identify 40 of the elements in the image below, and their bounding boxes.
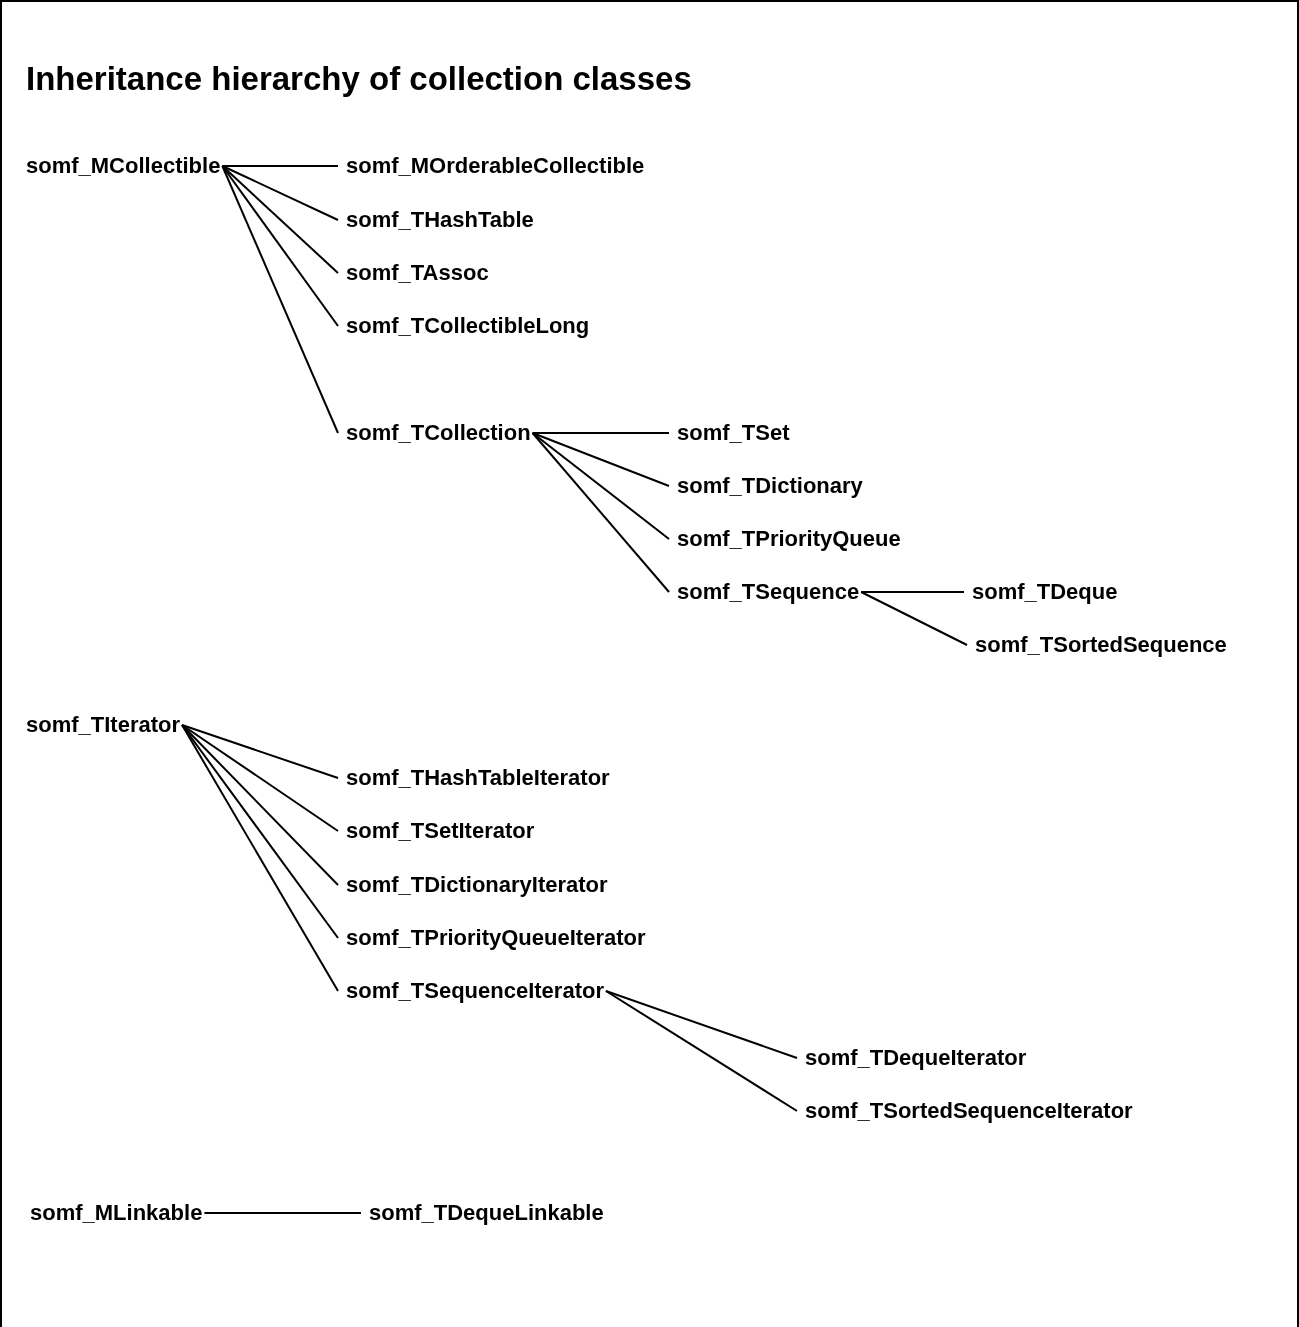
class-name: somf_TPriorityQueueIterator (346, 924, 646, 952)
inheritance-line (531, 432, 670, 540)
inheritance-line (531, 432, 670, 434)
inheritance-line (531, 432, 670, 593)
class-name: somf_TIterator (26, 711, 181, 739)
class-name: somf_TDequeLinkable (369, 1199, 604, 1227)
class-name: somf_MLinkable (30, 1199, 203, 1227)
class-name: somf_THashTable (346, 206, 534, 234)
class-name: somf_TSequenceIterator (346, 977, 604, 1005)
class-name: somf_TSortedSequence (975, 631, 1227, 659)
class-name: somf_THashTableIterator (346, 764, 610, 792)
inheritance-line (860, 591, 968, 646)
inheritance-line (860, 591, 965, 593)
class-name: somf_TPriorityQueue (677, 525, 901, 553)
class-name: somf_TSetIterator (346, 817, 535, 845)
inheritance-line (221, 165, 339, 167)
class-name: somf_TAssoc (346, 259, 489, 287)
inheritance-line (221, 165, 339, 221)
inheritance-line (181, 724, 339, 779)
class-name: somf_TSequence (677, 578, 860, 606)
class-name: somf_TDeque (972, 578, 1118, 606)
inheritance-line (181, 724, 339, 886)
class-name: somf_TDictionaryIterator (346, 871, 608, 899)
inheritance-line (181, 724, 339, 939)
inheritance-line (221, 165, 339, 327)
inheritance-line (203, 1212, 362, 1214)
inheritance-line (604, 990, 798, 1112)
class-name: somf_MCollectible (26, 152, 221, 180)
inheritance-line (181, 724, 339, 992)
class-name: somf_TCollection (346, 419, 531, 447)
class-name: somf_TDequeIterator (805, 1044, 1027, 1072)
class-name: somf_TSortedSequenceIterator (805, 1097, 1133, 1125)
class-name: somf_TSet (677, 419, 790, 447)
class-name: somf_TCollectibleLong (346, 312, 590, 340)
class-name: somf_MOrderableCollectible (346, 152, 645, 180)
inheritance-line (221, 165, 339, 434)
diagram-title: Inheritance hierarchy of collection classes (26, 59, 692, 99)
class-name: somf_TDictionary (677, 472, 863, 500)
inheritance-line (604, 990, 798, 1059)
inheritance-line (181, 724, 339, 832)
